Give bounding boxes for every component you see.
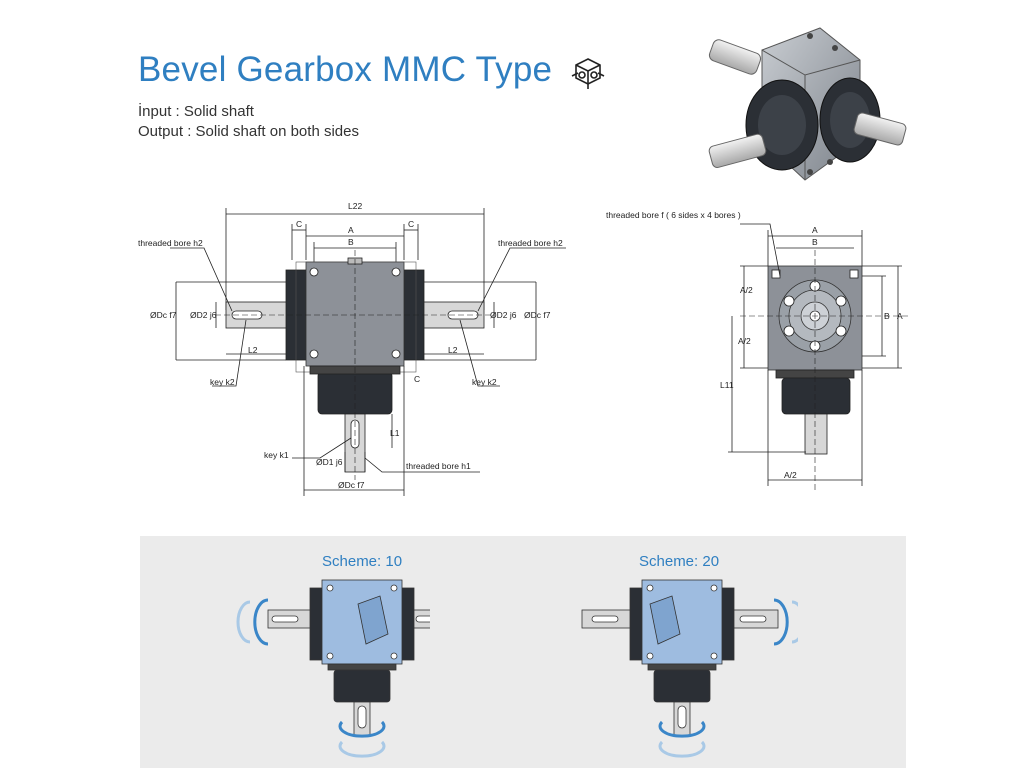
- side-dim-L11: L11: [720, 380, 734, 390]
- label-key-k1: key k1: [264, 450, 289, 460]
- dim-B: B: [348, 237, 354, 247]
- technical-drawing: L22 C C A B threaded bore h2 threaded bo…: [138, 201, 910, 496]
- side-dim-A-right: A: [897, 311, 903, 321]
- dim-Dc-bottom: ØDc f7: [338, 480, 365, 490]
- label-threaded-bore-h2-right: threaded bore h2: [498, 238, 563, 248]
- dim-Dc-left: ØDc f7: [150, 310, 177, 320]
- scheme-10-diagram: [236, 579, 430, 758]
- scheme-20-label: Scheme: 20: [639, 553, 720, 570]
- gearbox-icon: [571, 58, 605, 89]
- label-key-k2-right: key k2: [472, 377, 497, 387]
- dim-L22: L22: [348, 201, 362, 211]
- scheme-20-diagram: [581, 579, 798, 758]
- dim-Dc-right: ØDc f7: [524, 310, 551, 320]
- side-dim-A-half-bottom: A/2: [784, 470, 797, 480]
- label-threaded-bore-f: threaded bore f ( 6 sides x 4 bores ): [606, 210, 741, 220]
- side-dim-A: A: [812, 225, 818, 235]
- side-dim-B-right: B: [884, 311, 890, 321]
- schemes-panel: [140, 536, 906, 768]
- dim-D2-left: ØD2 j6: [190, 310, 217, 320]
- label-threaded-bore-h2-left: threaded bore h2: [138, 238, 203, 248]
- dim-C-bottom: C: [414, 374, 420, 384]
- input-description: İnput : Solid shaft: [138, 103, 254, 120]
- dim-D2-right: ØD2 j6: [490, 310, 517, 320]
- label-key-k2-left: key k2: [210, 377, 235, 387]
- gearbox-photo: [708, 27, 907, 181]
- side-dim-B: B: [812, 237, 818, 247]
- side-dim-A-half-1: A/2: [740, 285, 753, 295]
- page-title: Bevel Gearbox MMC Type: [138, 50, 553, 89]
- dim-C-right: C: [408, 219, 414, 229]
- output-description: Output : Solid shaft on both sides: [138, 123, 359, 140]
- dim-C-left: C: [296, 219, 302, 229]
- dim-L2-left: L2: [248, 345, 258, 355]
- dim-A: A: [348, 225, 354, 235]
- dim-L2-right: L2: [448, 345, 458, 355]
- side-dim-A-half-2: A/2: [738, 336, 751, 346]
- scheme-10-label: Scheme: 10: [322, 553, 403, 570]
- dim-L1: L1: [390, 428, 400, 438]
- dim-D1: ØD1 j6: [316, 457, 343, 467]
- label-threaded-bore-h1: threaded bore h1: [406, 461, 471, 471]
